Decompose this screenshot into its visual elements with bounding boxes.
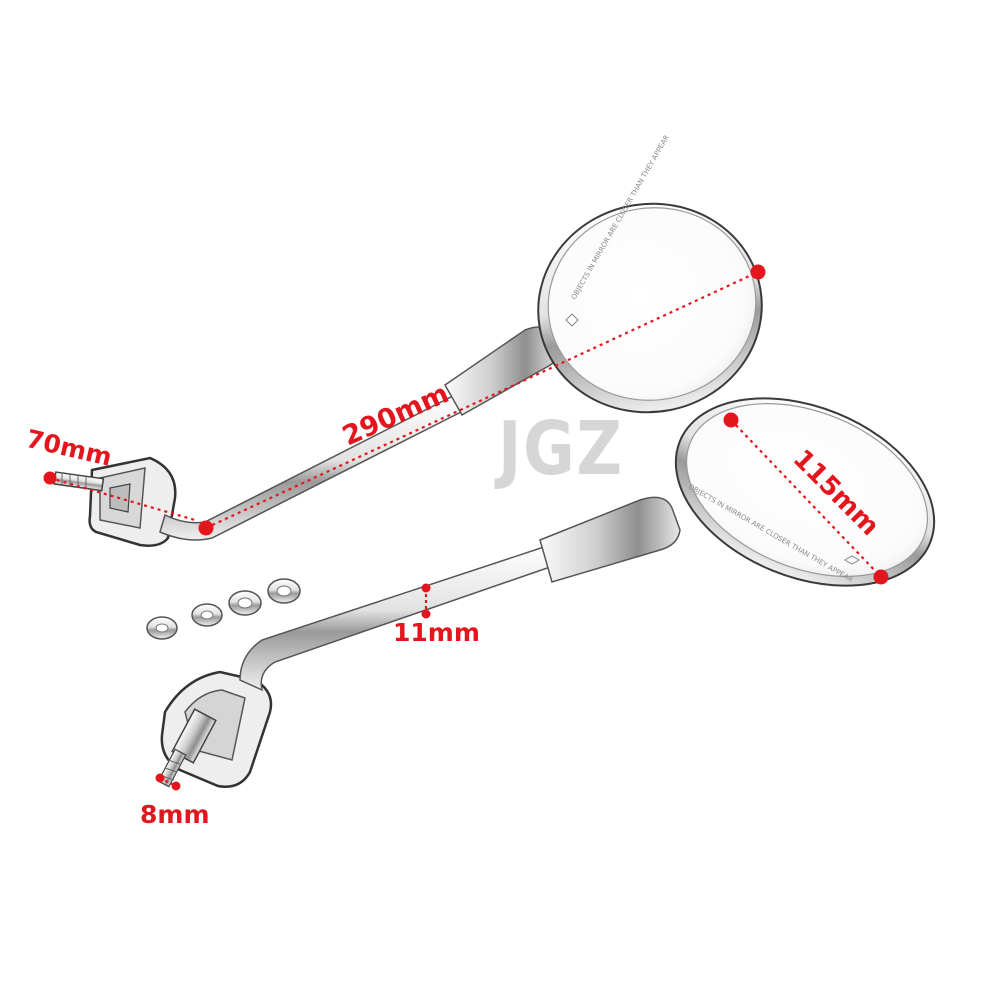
brand-watermark: JGZ: [498, 406, 624, 492]
washers: [146, 578, 301, 640]
dimension-markers: [43, 264, 889, 791]
washer-icon: [228, 590, 262, 616]
dim-line-115: [730, 419, 882, 578]
mirror-icon: [843, 555, 861, 565]
dim-dot: [421, 583, 431, 593]
washer-icon: [267, 578, 301, 604]
washer-icon: [191, 603, 223, 627]
bolt-icon: [157, 708, 217, 788]
dim-dot: [155, 773, 165, 783]
thread-dimension-label: 8mm: [140, 800, 210, 829]
dim-dot: [873, 569, 889, 585]
mirror-icon: [565, 313, 579, 327]
lower-cone: [539, 496, 681, 583]
dim-dot: [723, 412, 739, 428]
stem-diameter-dimension-label: 11mm: [393, 618, 480, 647]
washer-icon: [146, 616, 178, 640]
dim-dot: [43, 471, 57, 485]
dim-dot: [198, 520, 214, 536]
dim-dot: [421, 609, 431, 619]
upper-mirror: OBJECTS IN MIRROR ARE CLOSER THAN THEY A…: [53, 134, 763, 547]
lower-mirror: OBJECTS IN MIRROR ARE CLOSER THAN THEY A…: [157, 397, 936, 788]
dim-dot: [171, 781, 181, 791]
dim-dot: [750, 264, 766, 280]
